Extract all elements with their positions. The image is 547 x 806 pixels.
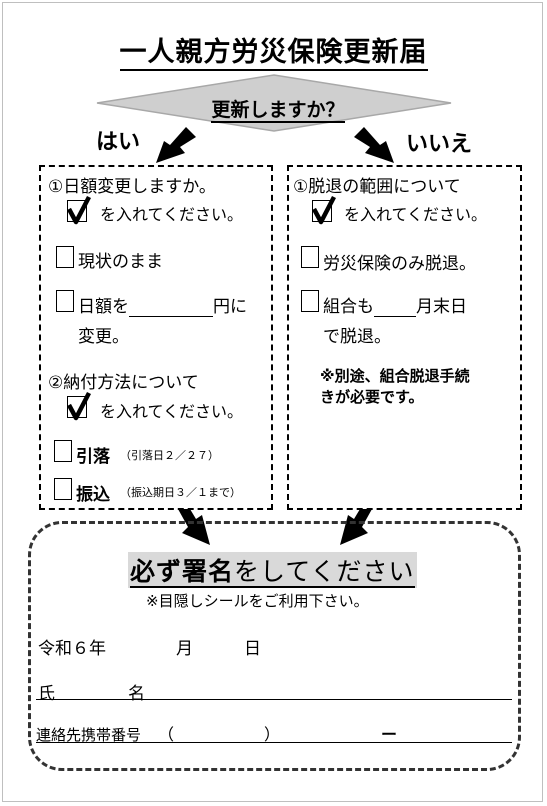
down-arrow-right-icon xyxy=(340,509,372,545)
signature-title-light: をしてください xyxy=(234,557,415,588)
update-question: 更新しますか？ xyxy=(211,99,345,123)
option-change-line2: 変更。 xyxy=(78,327,129,347)
option-debit: 引落 xyxy=(76,447,110,467)
option-change-amount: 日額を 円に xyxy=(78,292,247,317)
name-label-1: 氏 xyxy=(38,684,55,704)
date-day-label: 日 xyxy=(244,639,261,659)
withdraw-note-line1: ※別途、組合脱退手続 xyxy=(320,367,470,385)
signature-box xyxy=(28,521,521,771)
option-union-line2: で脱退。 xyxy=(323,327,391,347)
option-rousai-only: 労災保険のみ脱退。 xyxy=(323,254,476,274)
left-option-box xyxy=(39,165,273,510)
no-arrow-icon xyxy=(354,127,394,163)
check-instruction: を入れてください。 xyxy=(100,205,244,224)
signature-title-bold: 必ず署名 xyxy=(130,557,235,588)
option-keep-current: 現状のまま xyxy=(78,252,163,272)
signature-title: 必ず署名をしてください xyxy=(128,552,417,588)
change-prefix: 日額を xyxy=(78,297,129,317)
checkbox-debit[interactable] xyxy=(54,440,72,462)
check-instruction-2: を入れてください。 xyxy=(100,402,244,421)
phone-paren-open: （ xyxy=(158,725,175,744)
daily-change-title: ①日額変更しますか。 xyxy=(48,177,216,197)
check-mark-icon xyxy=(312,195,336,225)
payment-method-title: ②納付方法について xyxy=(48,373,199,393)
phone-paren-close: ） xyxy=(264,725,281,744)
form-title: 一人親方労災保険更新届 xyxy=(0,30,547,71)
checkbox-example xyxy=(67,195,91,225)
option-transfer: 振込 xyxy=(76,485,110,505)
phone-label: 連絡先携帯番号 xyxy=(36,726,142,744)
check-mark-icon xyxy=(67,391,91,421)
union-suffix: 月末日 xyxy=(416,297,467,317)
checkbox-rousai-only[interactable] xyxy=(301,246,319,268)
withdraw-scope-title: ①脱退の範囲について xyxy=(293,177,461,197)
check-instruction-3: を入れてください。 xyxy=(344,205,488,224)
checkbox-transfer[interactable] xyxy=(54,478,72,500)
transfer-date-note: （振込期日３／１まで） xyxy=(120,486,241,499)
date-era: 令和６年 xyxy=(38,639,106,659)
debit-date-note: （引落日２／２７） xyxy=(120,449,219,462)
no-label: いいえ xyxy=(406,132,473,157)
down-arrow-left-icon xyxy=(178,509,210,545)
checkbox-change-amount[interactable] xyxy=(56,290,74,312)
date-month-label: 月 xyxy=(176,639,193,659)
option-union-withdraw: 組合も 月末日 xyxy=(323,292,467,317)
yes-label: はい xyxy=(96,130,141,155)
month-blank[interactable] xyxy=(374,300,416,317)
yes-arrow-icon xyxy=(156,127,196,163)
checkbox-example-3 xyxy=(312,195,336,225)
change-suffix: 円に xyxy=(213,297,247,317)
checkbox-union-withdraw[interactable] xyxy=(301,290,319,312)
question-diamond xyxy=(96,74,452,132)
name-label-2: 名 xyxy=(128,684,145,704)
checkbox-keep-current[interactable] xyxy=(56,246,74,268)
withdraw-note-line2: きが必要です。 xyxy=(320,388,424,406)
checkbox-example-2 xyxy=(67,391,91,421)
check-mark-icon xyxy=(67,195,91,225)
phone-dash: ー xyxy=(381,725,398,744)
right-option-box xyxy=(287,165,522,510)
union-prefix: 組合も xyxy=(323,297,374,317)
amount-blank[interactable] xyxy=(129,300,213,317)
blind-seal-note: ※目隠しシールをご利用下さい。 xyxy=(146,592,369,610)
name-line[interactable] xyxy=(36,699,512,700)
phone-line[interactable] xyxy=(36,742,512,743)
